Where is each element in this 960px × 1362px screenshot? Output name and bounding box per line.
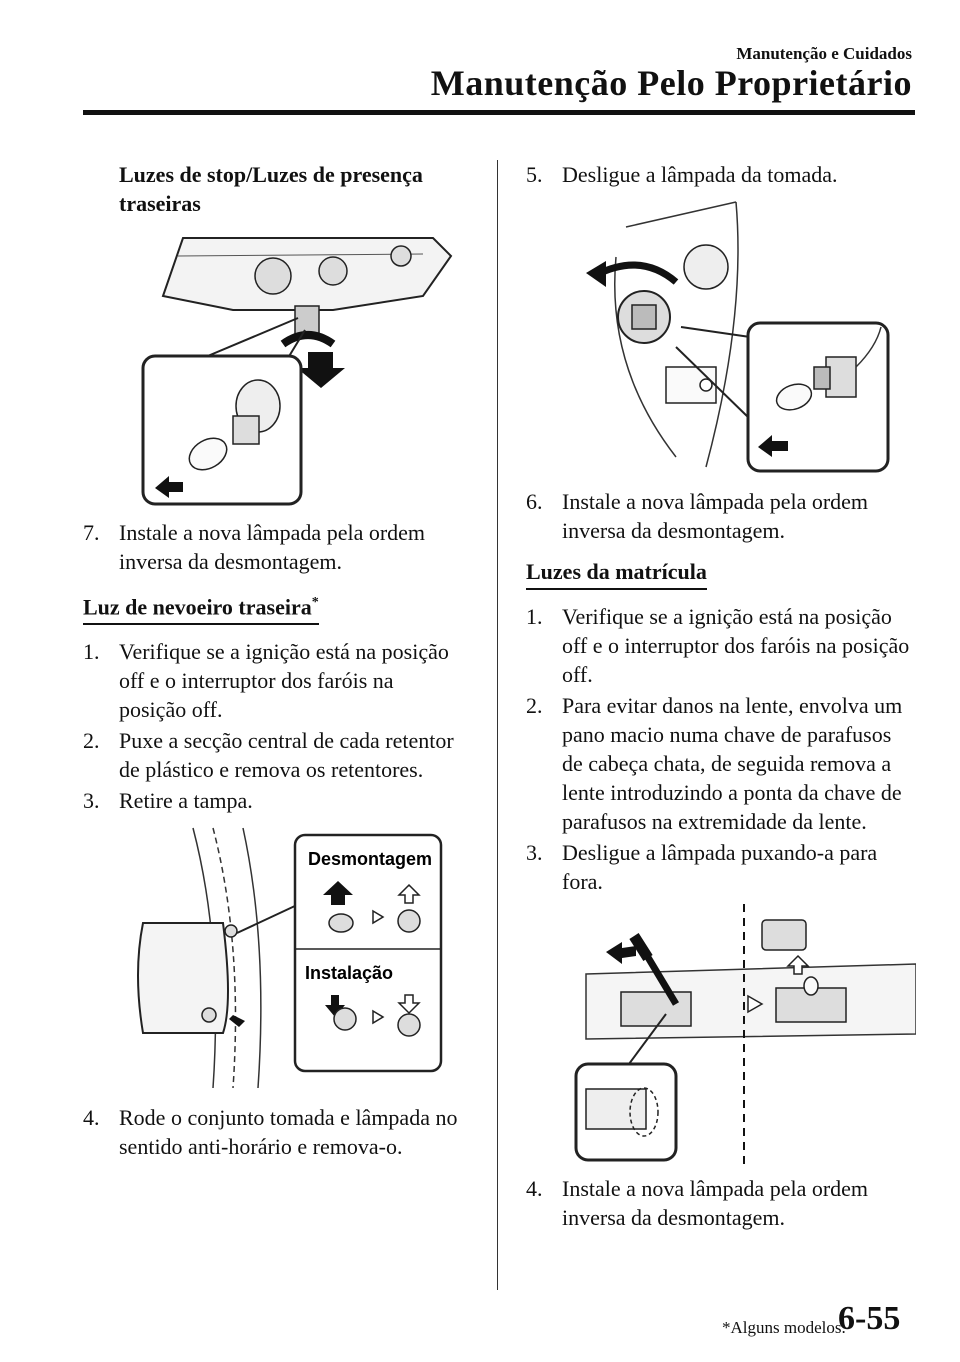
- left-column: Luzes de stop/Luzes de presença traseira…: [83, 160, 463, 1163]
- fog-step-1: 1. Verifique se a ignição está na posiçã…: [83, 639, 449, 723]
- plate-step-1: 1. Verifique se a ignição está na posiçã…: [526, 604, 910, 687]
- section-license-plate-lights: Luzes da matrícula: [526, 557, 707, 590]
- subhead-stop-lights: Luzes de stop/Luzes de presença traseira…: [119, 162, 423, 216]
- plate-step-2: 2. Para evitar danos na lente, envolva u…: [526, 693, 903, 834]
- plate-step-3: 3. Desligue a lâmpada puxando-a para for…: [526, 840, 878, 894]
- step-6: 6. Instale a nova lâmpada pela ordem inv…: [526, 489, 869, 543]
- footer-note: *Alguns modelos.: [722, 1318, 846, 1337]
- fog-step-3: 3. Retire a tampa.: [83, 788, 253, 814]
- column-divider: [497, 160, 498, 1290]
- plate-step-4: 4. Instale a nova lâmpada pela ordem inv…: [526, 1176, 869, 1230]
- fog-light-cover-figure: Desmontagem Instalação: [137, 828, 443, 1089]
- section-rear-fog-light: Luz de nevoeiro traseira*: [83, 588, 319, 626]
- tail-light-bulb-figure: [141, 237, 453, 506]
- fog-step-4: 4. Rode o conjunto tomada e lâmpada no s…: [83, 1105, 458, 1160]
- header-rule: [83, 110, 915, 115]
- chapter-title: Manutenção e Cuidados: [736, 44, 912, 63]
- page-title: Manutenção Pelo Proprietário: [430, 63, 912, 103]
- step-5: 5. Desligue a lâmpada da tomada.: [526, 162, 838, 187]
- right-column: 5. Desligue a lâmpada da tomada. 6. Inst…: [526, 160, 916, 1234]
- bulb-socket-figure: [586, 201, 890, 473]
- label-disassembly: Desmontagem: [308, 849, 432, 869]
- label-installation: Instalação: [305, 963, 393, 983]
- page-number: 6-55: [838, 1300, 901, 1337]
- fog-step-2: 2. Puxe a secção central de cada retento…: [83, 728, 454, 783]
- license-plate-lens-figure: [574, 904, 916, 1164]
- step-7: 7. Instale a nova lâmpada pela ordem inv…: [83, 520, 426, 574]
